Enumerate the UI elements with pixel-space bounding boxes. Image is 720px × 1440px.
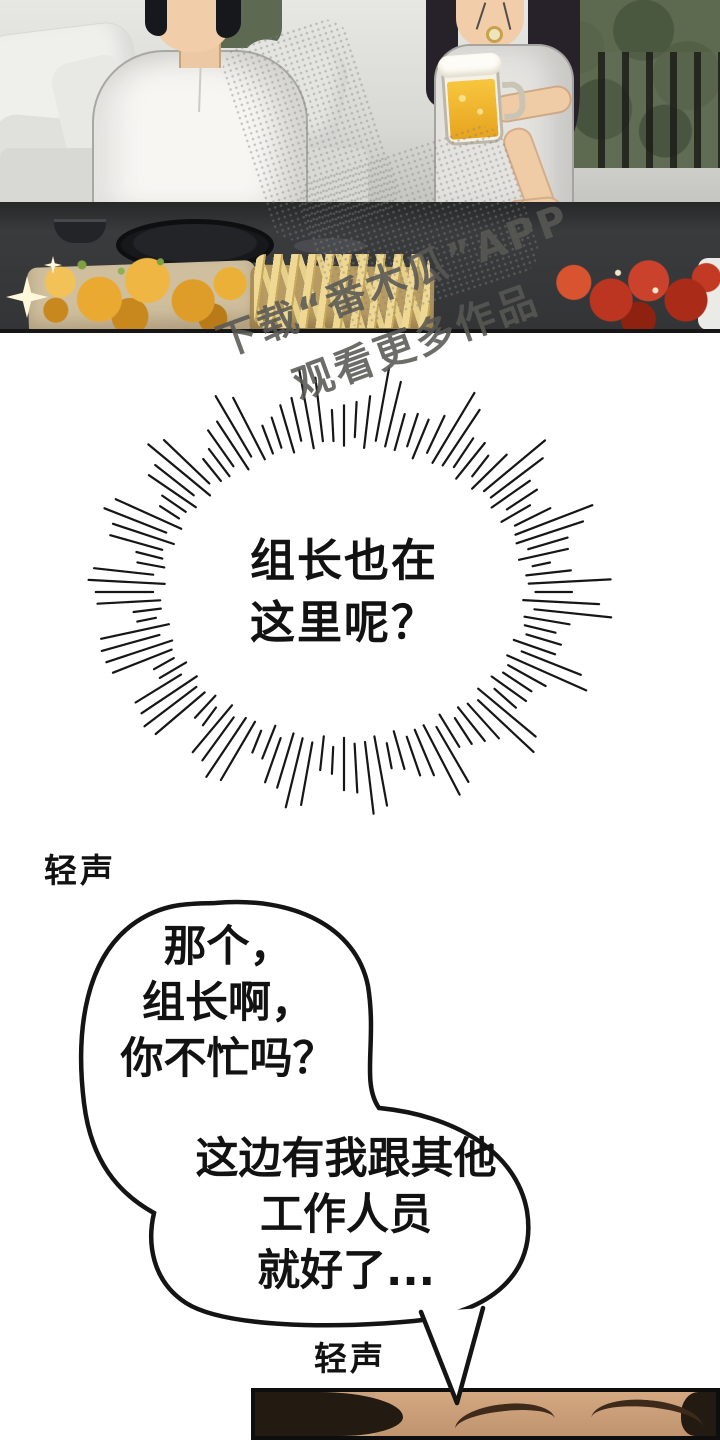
speech-line: 就好了... xyxy=(256,1245,435,1296)
beer-foam xyxy=(436,52,503,79)
plate xyxy=(294,238,366,254)
necklace-pendant-icon xyxy=(486,26,503,43)
speech-bubble-outline xyxy=(78,899,531,1328)
fence xyxy=(598,52,720,168)
panel-top xyxy=(0,0,720,333)
speech-line: 那个， xyxy=(163,922,293,972)
spicy-chicken-plate xyxy=(550,252,720,329)
hair xyxy=(255,1392,403,1436)
burst-bubble: 组长也在 这里呢？ xyxy=(158,440,530,744)
hair xyxy=(681,1392,716,1436)
speech-line: 这边有我跟其他 xyxy=(195,1134,497,1184)
speech-text-group1: 那个， 组长啊， 你不忙吗？ xyxy=(92,920,364,1088)
speech-line: 你不忙吗？ xyxy=(120,1033,336,1084)
face-skin xyxy=(375,1392,716,1436)
whisper-label-top: 轻声 xyxy=(44,851,116,890)
speech-line: 组长啊， xyxy=(142,977,314,1028)
speech-bubble xyxy=(78,899,531,1406)
bowl xyxy=(54,219,106,243)
fried-chicken-plate xyxy=(34,254,252,329)
speech-text-group2: 这边有我跟其他 工作人员 就好了... xyxy=(166,1132,526,1300)
fries-plate xyxy=(254,254,430,328)
speech-line: 工作人员 xyxy=(260,1189,432,1240)
panel-bottom xyxy=(251,1388,720,1440)
whisper-label-bottom: 轻声 xyxy=(314,1339,386,1378)
burst-line: 这里呢？ xyxy=(249,596,438,649)
burst-line: 组长也在 xyxy=(249,533,438,587)
speech-bubble-tail xyxy=(418,1305,486,1406)
man-hair xyxy=(216,0,241,38)
man-hair xyxy=(145,0,167,36)
